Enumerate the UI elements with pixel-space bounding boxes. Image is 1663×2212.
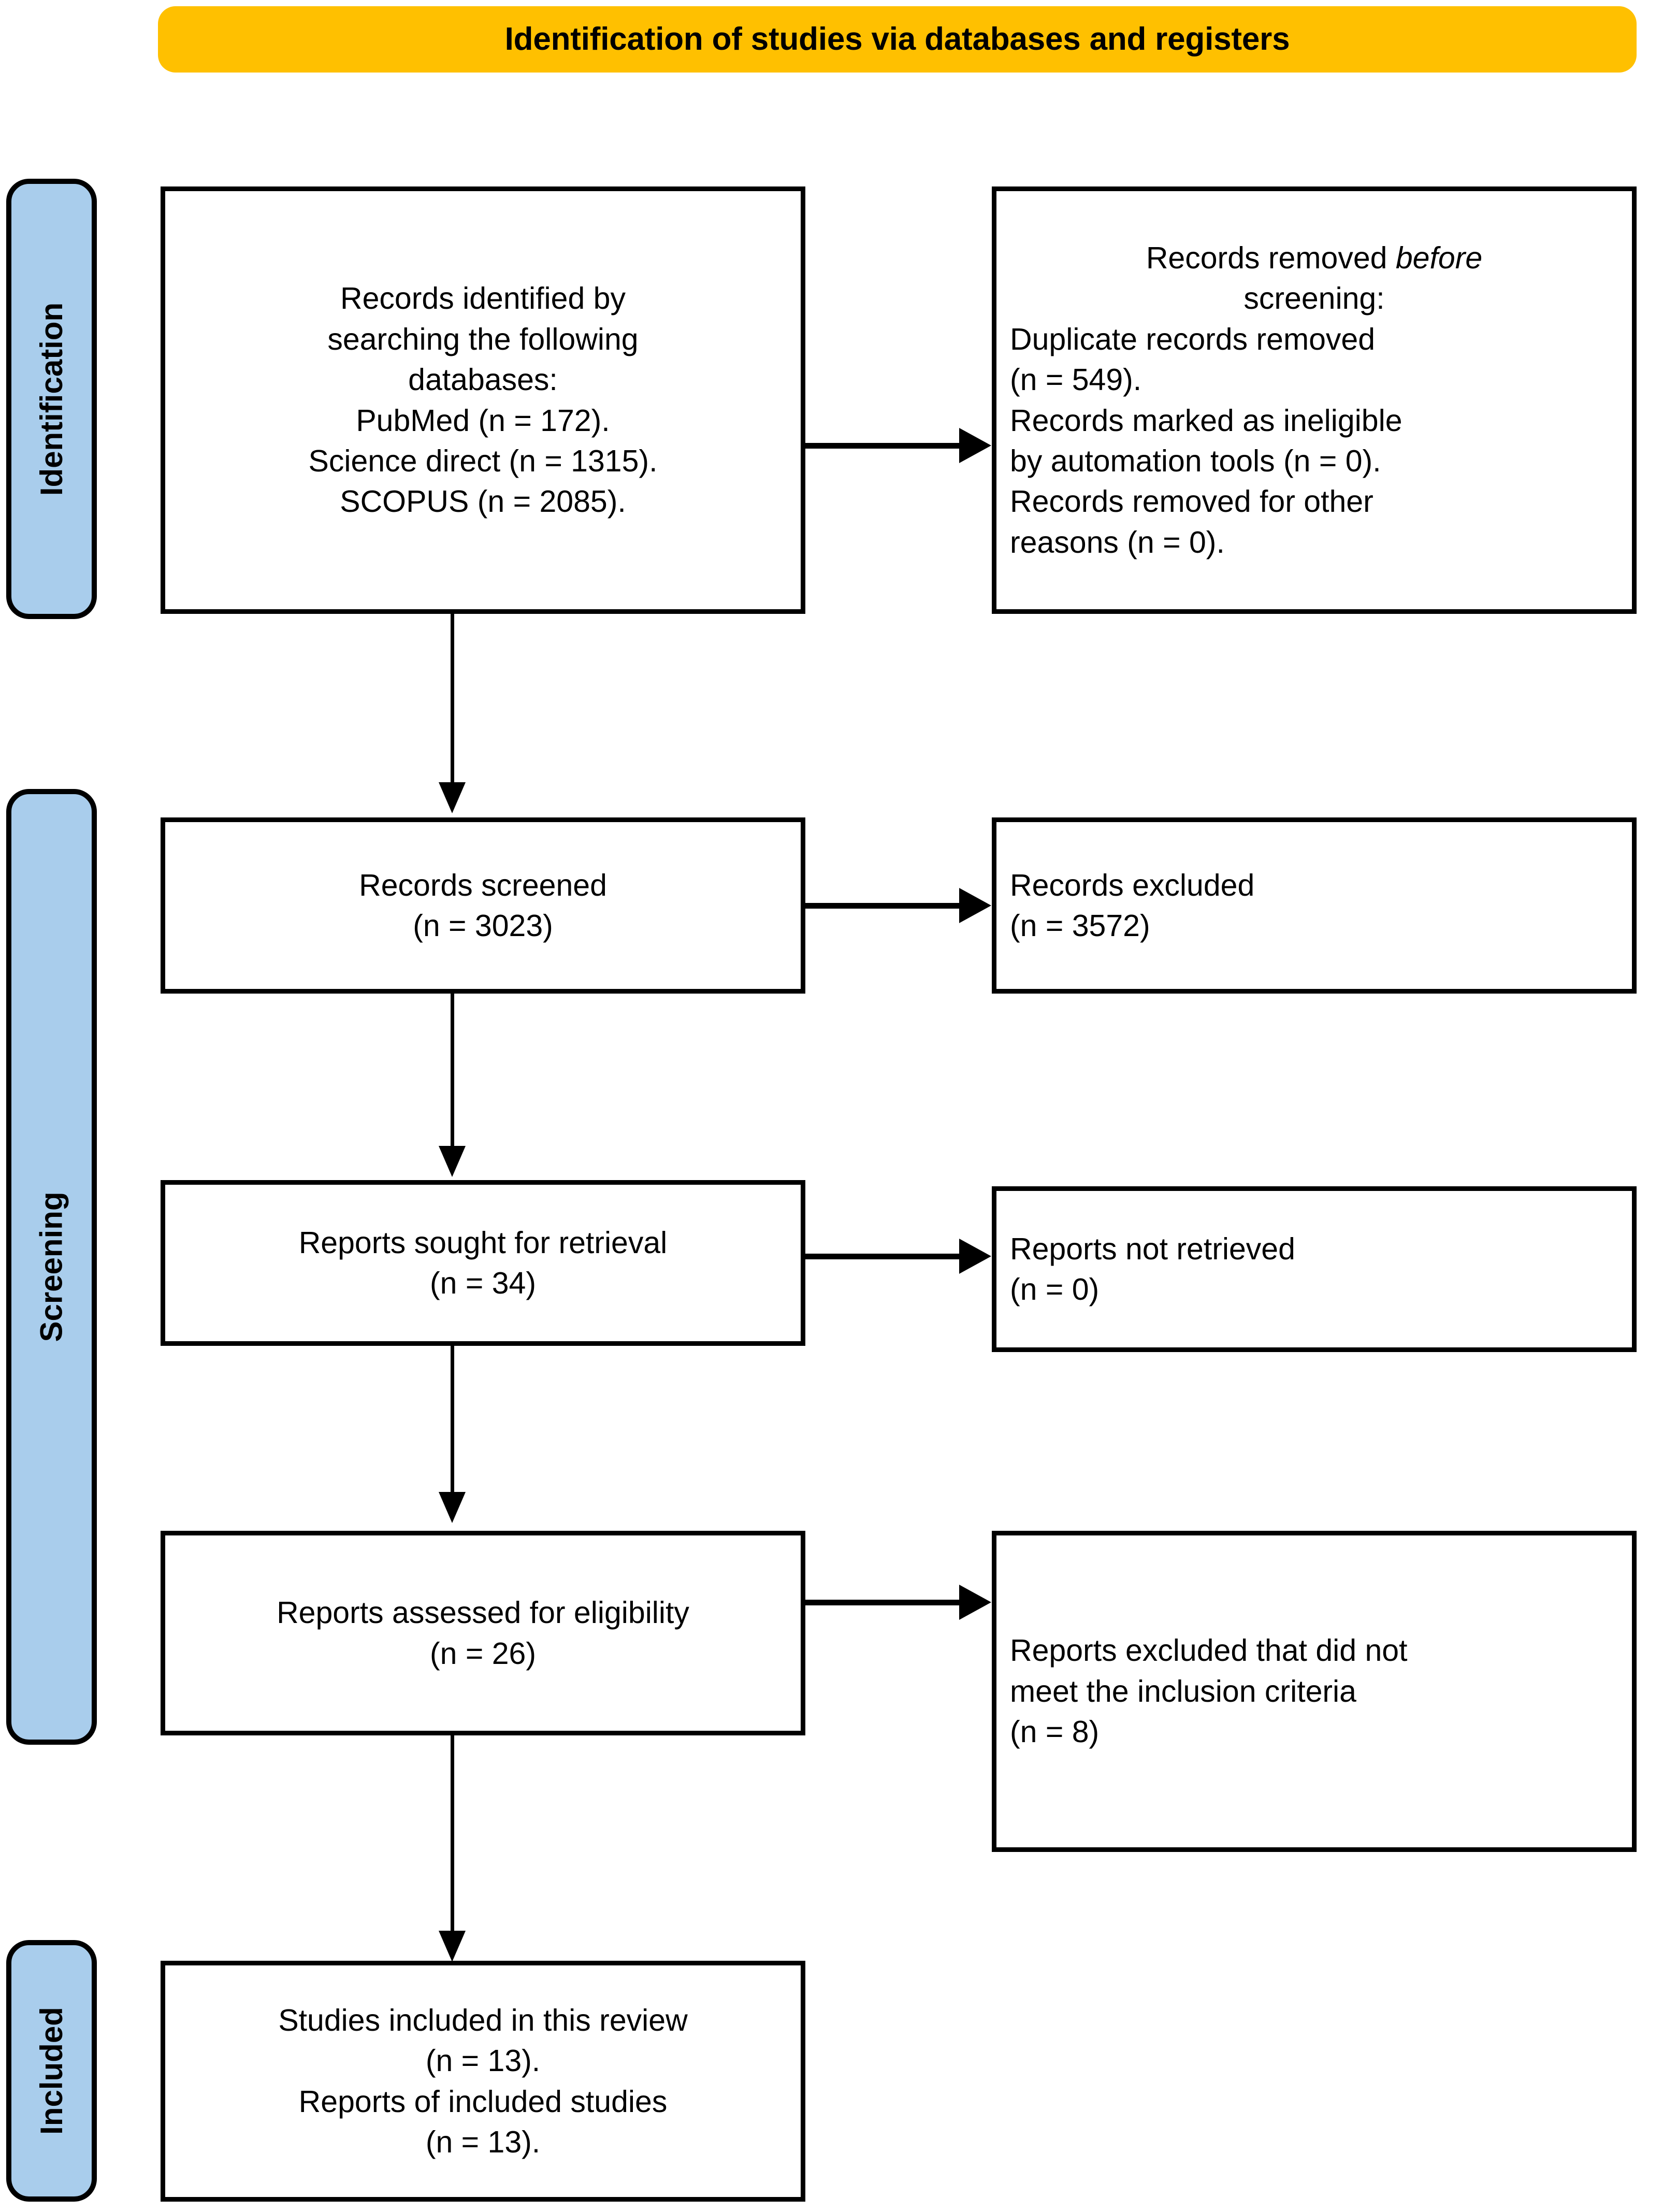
reports-excluded-line1: Reports excluded that did not xyxy=(1010,1633,1408,1668)
records-removed-line3: Duplicate records removed xyxy=(1010,322,1376,356)
reports-assessed-line2: (n = 26) xyxy=(430,1636,536,1671)
connector-screened-to-sought xyxy=(451,994,454,1154)
records-removed-line1: Records removed before xyxy=(996,238,1632,278)
records-identified-line2: searching the following xyxy=(327,322,639,356)
header-banner: Identification of studies via databases … xyxy=(158,6,1637,73)
records-identified-line1: Records identified by xyxy=(340,281,626,316)
box-reports-excluded: Reports excluded that did not meet the i… xyxy=(992,1531,1637,1852)
reports-excluded-line3: (n = 8) xyxy=(1010,1715,1100,1749)
records-identified-line3: databases: xyxy=(408,363,558,397)
connector-assessed-to-excluded xyxy=(805,1600,961,1605)
records-removed-line1-prefix: Records removed xyxy=(1146,240,1396,275)
connector-screened-to-excluded xyxy=(805,903,961,909)
arrowhead-assessed-to-included xyxy=(439,1931,466,1962)
reports-assessed-line1: Reports assessed for eligibility xyxy=(277,1596,689,1630)
connector-identified-to-removed xyxy=(805,443,961,449)
studies-included-line2: (n = 13). xyxy=(425,2044,541,2078)
stage-bar-included: Included xyxy=(6,1940,97,2202)
records-excluded-line2: (n = 3572) xyxy=(1010,909,1150,943)
reports-not-retrieved-line2: (n = 0) xyxy=(1010,1272,1100,1306)
stage-label-screening: Screening xyxy=(34,1191,69,1342)
box-reports-sought: Reports sought for retrieval (n = 34) xyxy=(161,1180,805,1346)
records-screened-line1: Records screened xyxy=(359,868,607,902)
records-excluded-line1: Records excluded xyxy=(1010,868,1255,902)
arrowhead-assessed-to-excluded xyxy=(959,1585,991,1620)
records-identified-line4: PubMed (n = 172). xyxy=(356,403,610,438)
connector-assessed-to-included xyxy=(451,1735,454,1940)
box-records-excluded: Records excluded (n = 3572) xyxy=(992,817,1637,994)
stage-bar-screening: Screening xyxy=(6,789,97,1745)
records-removed-line4: (n = 549). xyxy=(1010,363,1142,397)
records-removed-line5: Records marked as ineligible xyxy=(1010,403,1402,438)
stage-bar-identification: Identification xyxy=(6,179,97,619)
records-removed-line1-italic: before xyxy=(1395,240,1483,275)
box-reports-assessed: Reports assessed for eligibility (n = 26… xyxy=(161,1531,805,1735)
records-identified-line5: Science direct (n = 1315). xyxy=(308,443,658,478)
arrowhead-identified-to-screened xyxy=(439,782,466,813)
reports-sought-line1: Reports sought for retrieval xyxy=(298,1225,668,1260)
box-reports-not-retrieved: Reports not retrieved (n = 0) xyxy=(992,1186,1637,1352)
arrowhead-sought-to-not-retrieved xyxy=(959,1239,991,1274)
reports-sought-line2: (n = 34) xyxy=(430,1266,536,1300)
records-screened-line2: (n = 3023) xyxy=(413,909,553,943)
stage-label-included: Included xyxy=(34,2007,69,2135)
arrowhead-sought-to-assessed xyxy=(439,1492,466,1523)
box-records-identified: Records identified by searching the foll… xyxy=(161,186,805,614)
reports-excluded-line2: meet the inclusion criteria xyxy=(1010,1674,1356,1708)
arrowhead-identified-to-removed xyxy=(959,428,991,463)
records-removed-line8: reasons (n = 0). xyxy=(1010,525,1225,559)
studies-included-line4: (n = 13). xyxy=(425,2124,541,2159)
box-records-removed: Records removed before screening: Duplic… xyxy=(992,186,1637,614)
connector-sought-to-not-retrieved xyxy=(805,1254,961,1259)
records-identified-line6: SCOPUS (n = 2085). xyxy=(340,484,626,519)
studies-included-line1: Studies included in this review xyxy=(278,2003,688,2037)
records-removed-line6: by automation tools (n = 0). xyxy=(1010,443,1381,478)
reports-not-retrieved-line1: Reports not retrieved xyxy=(1010,1231,1295,1266)
records-removed-line2: screening: xyxy=(1243,281,1385,316)
connector-sought-to-assessed xyxy=(451,1346,454,1501)
records-removed-line7: Records removed for other xyxy=(1010,484,1373,519)
connector-identified-to-screened xyxy=(451,614,454,790)
box-studies-included: Studies included in this review (n = 13)… xyxy=(161,1961,805,2202)
arrowhead-screened-to-excluded xyxy=(959,888,991,923)
stage-label-identification: Identification xyxy=(34,302,69,496)
studies-included-line3: Reports of included studies xyxy=(298,2084,668,2119)
header-banner-title: Identification of studies via databases … xyxy=(504,21,1290,57)
box-records-screened: Records screened (n = 3023) xyxy=(161,817,805,994)
arrowhead-screened-to-sought xyxy=(439,1146,466,1177)
